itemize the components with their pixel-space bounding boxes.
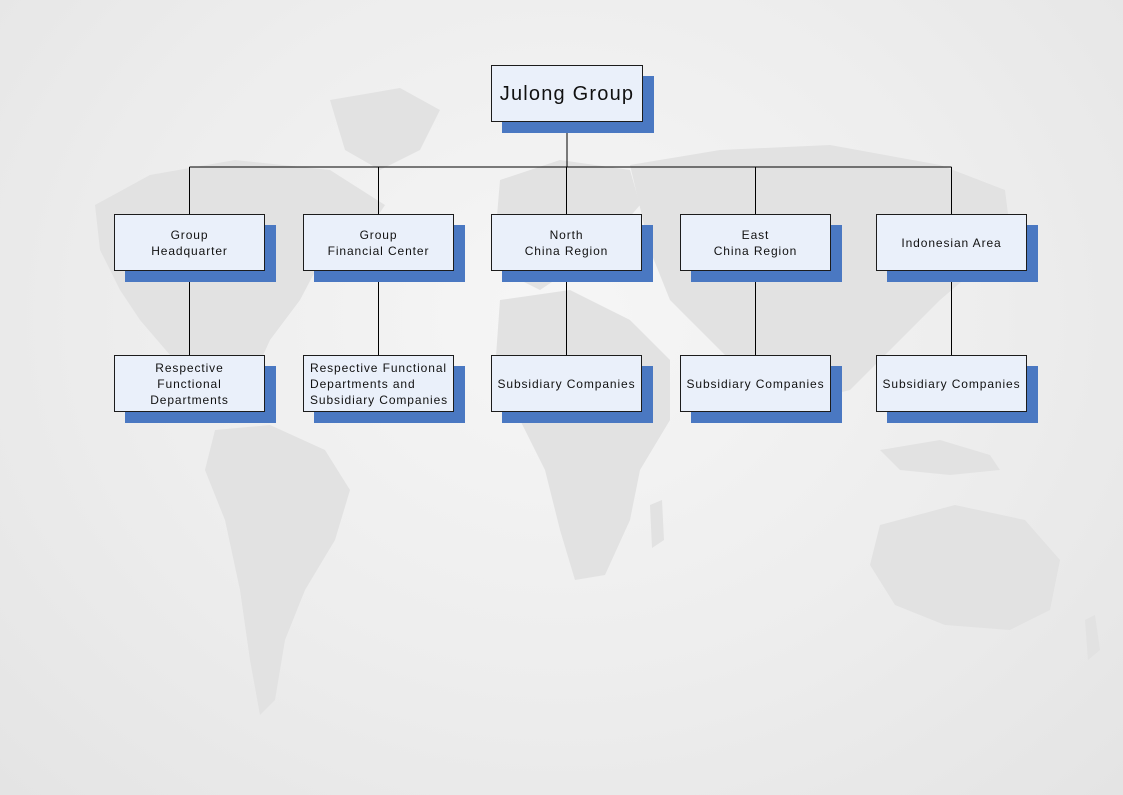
node-label: North China Region <box>524 227 609 258</box>
org-node-east-subs: Subsidiary Companies <box>680 355 842 423</box>
org-node-east: East China Region <box>680 214 842 282</box>
node-box: Indonesian Area <box>876 214 1027 271</box>
org-node-julong: Julong Group <box>491 65 654 133</box>
node-label: Subsidiary Companies <box>686 376 825 391</box>
org-node-fin-depts: Respective Functional Departments and Su… <box>303 355 465 423</box>
map-new-zealand <box>1085 615 1100 660</box>
map-australia <box>870 505 1060 630</box>
org-node-north: North China Region <box>491 214 653 282</box>
node-label: Group Financial Center <box>327 227 430 258</box>
node-box: Subsidiary Companies <box>876 355 1027 412</box>
org-node-fin: Group Financial Center <box>303 214 465 282</box>
node-box: Group Headquarter <box>114 214 265 271</box>
node-label: Julong Group <box>499 82 635 105</box>
node-box: Respective Functional Departments and Su… <box>303 355 454 412</box>
org-node-indo-subs: Subsidiary Companies <box>876 355 1038 423</box>
node-label: Group Headquarter <box>151 227 228 258</box>
node-box: Group Financial Center <box>303 214 454 271</box>
node-box: Julong Group <box>491 65 643 122</box>
node-box: East China Region <box>680 214 831 271</box>
node-box: Respective Functional Departments <box>114 355 265 412</box>
map-south-america <box>205 425 350 715</box>
node-label: Indonesian Area <box>901 235 1002 250</box>
map-madagascar <box>650 500 664 548</box>
node-label: Respective Functional Departments <box>150 360 229 407</box>
map-indonesia <box>880 440 1000 475</box>
node-box: Subsidiary Companies <box>680 355 831 412</box>
map-greenland <box>330 88 440 170</box>
node-label: Respective Functional Departments and Su… <box>310 360 449 407</box>
node-box: North China Region <box>491 214 642 271</box>
org-node-hq: Group Headquarter <box>114 214 276 282</box>
node-box: Subsidiary Companies <box>491 355 642 412</box>
org-node-indo: Indonesian Area <box>876 214 1038 282</box>
org-node-hq-depts: Respective Functional Departments <box>114 355 276 423</box>
org-node-north-subs: Subsidiary Companies <box>491 355 653 423</box>
node-label: East China Region <box>713 227 798 258</box>
node-label: Subsidiary Companies <box>497 376 636 391</box>
node-label: Subsidiary Companies <box>882 376 1021 391</box>
